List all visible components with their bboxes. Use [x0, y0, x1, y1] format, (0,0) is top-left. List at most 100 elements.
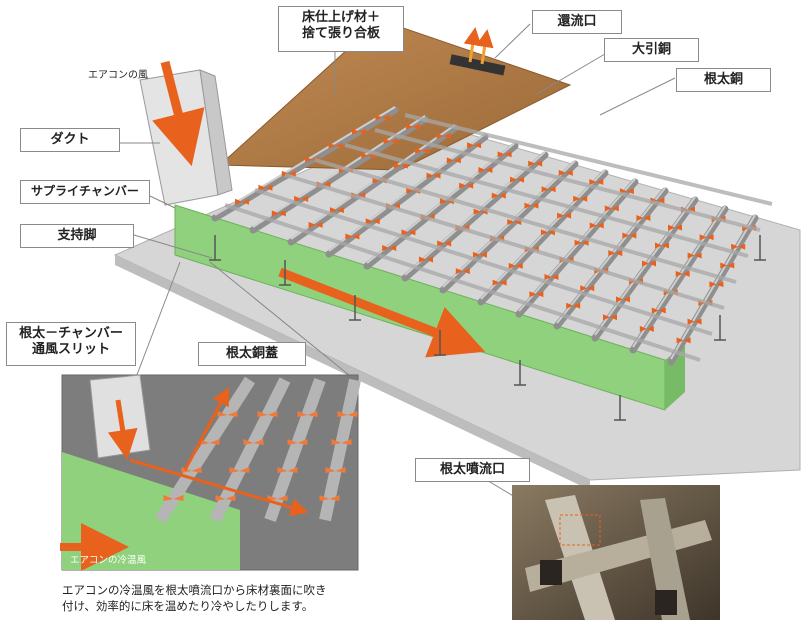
return-vent-label: 還流口 [532, 10, 622, 34]
outlet-arrow [345, 233, 353, 240]
support-leg [514, 360, 526, 386]
inset-outlet-arrow [337, 411, 348, 417]
outlet-arrow [278, 210, 286, 217]
outlet-arrow [738, 243, 746, 250]
outlet-arrow [406, 187, 414, 194]
outlet-arrow [651, 307, 659, 314]
outlet-arrow [694, 252, 702, 259]
outlet-arrow [531, 202, 539, 209]
inset-outlet-arrow [227, 411, 238, 417]
outlet-arrow [540, 229, 548, 236]
outlet-arrow [328, 142, 336, 149]
outlet-arrow [301, 195, 309, 202]
inset-outlet-arrow [329, 495, 340, 501]
outlet-arrow [544, 274, 552, 281]
outlet-arrow [604, 205, 612, 212]
outlet-arrow [504, 151, 512, 158]
joist-chamber-slit-label: 根太－チャンバー 通風スリット [6, 322, 136, 366]
outlet-arrow [372, 218, 380, 225]
outlet-arrow [393, 162, 401, 169]
outlet-arrow [361, 152, 369, 159]
outlet-arrow [675, 270, 683, 277]
inset-outlet-arrow [209, 439, 220, 445]
duct-label: ダクト [20, 128, 120, 152]
outlet-arrow [541, 186, 549, 193]
inset-joists [154, 376, 361, 524]
caption-line-1: エアコンの冷温風を根太噴流口から床材裏面に吹き [62, 583, 327, 597]
outlet-arrow [459, 182, 467, 189]
inset-outlet-arrow [229, 467, 240, 473]
inset-joist [209, 377, 291, 523]
outlet-arrow [629, 232, 637, 239]
outlet-arrow [581, 239, 589, 246]
outlet-arrow [662, 242, 669, 249]
joist-beam [363, 142, 519, 270]
caption: エアコンの冷温風を根太噴流口から床材裏面に吹き 付け、効率的に床を温めたり冷やし… [62, 583, 327, 614]
outlet-arrow [389, 245, 397, 251]
outlet-arrow [603, 314, 610, 321]
return-vent-grill [449, 54, 506, 76]
joist-beam [439, 160, 579, 294]
outlet-arrow [574, 239, 582, 246]
inset-outlet-arrow [335, 467, 346, 473]
joist-beam [401, 151, 549, 282]
support-leg [209, 235, 221, 261]
outlet-arrow [623, 296, 630, 303]
outlet-arrow [499, 279, 507, 286]
slab-edge [115, 255, 590, 490]
return-vent-arrow-2 [475, 29, 494, 65]
floor-finish-label: 床仕上げ材＋ 捨て張り合板 [278, 6, 404, 52]
duct-side [199, 69, 233, 196]
inset-outlet-arrow [287, 467, 298, 473]
joist-beam [287, 124, 459, 246]
outlet-arrow [401, 229, 409, 236]
inset-outlet-arrow [215, 495, 226, 501]
outlet-arrow [615, 250, 623, 257]
inset-outlet-arrow [267, 411, 278, 417]
outlet-arrow [467, 142, 475, 149]
outlet-arrow [709, 281, 717, 288]
outlet-arrow [682, 270, 690, 277]
joist-label: 根太銅 [676, 68, 771, 92]
outlet-arrow [359, 128, 366, 135]
outlet-arrow [462, 268, 470, 275]
supply-chamber-label: サプライチャンバー [20, 180, 150, 204]
outlet-arrow [608, 250, 616, 257]
inset-flow-arrow [129, 458, 309, 517]
outlet-arrow [426, 256, 433, 263]
outlet-arrow [419, 256, 426, 263]
joist-beam [553, 187, 669, 330]
inset-outlet-arrow [307, 411, 318, 417]
outlet-arrow [485, 167, 493, 173]
outlet-arrow [352, 128, 359, 135]
joist-cover-label: 根太銅蓋 [198, 342, 306, 366]
joist-beam [667, 214, 759, 366]
outlet-arrow [655, 242, 662, 249]
support-leg-label: 支持脚 [20, 224, 134, 248]
outlet-arrow [596, 222, 604, 229]
outlet-arrow [472, 251, 480, 258]
inset-outlet-arrow [297, 439, 308, 445]
outlet-arrow [573, 195, 581, 202]
main-beam [284, 173, 725, 310]
inset-outlet-arrow [331, 439, 342, 445]
return-vent-arrow [463, 27, 482, 63]
outlet-arrow [658, 307, 666, 314]
outlet-arrow [646, 325, 654, 332]
outlet-arrow [565, 169, 573, 176]
outlet-arrow [517, 176, 524, 183]
outlet-arrow [557, 212, 565, 219]
inset-outlet-arrow [253, 439, 264, 445]
support-leg [279, 260, 291, 286]
inset-joist [264, 377, 326, 523]
outlet-arrow [473, 208, 481, 215]
joist-beam [211, 106, 399, 222]
joist-beam-highlight [480, 169, 606, 300]
outlet-arrow [528, 160, 536, 167]
main-beam [344, 143, 749, 258]
outlet-arrow [596, 179, 604, 186]
outlet-arrow [727, 262, 735, 269]
outlet-arrow [305, 156, 313, 163]
